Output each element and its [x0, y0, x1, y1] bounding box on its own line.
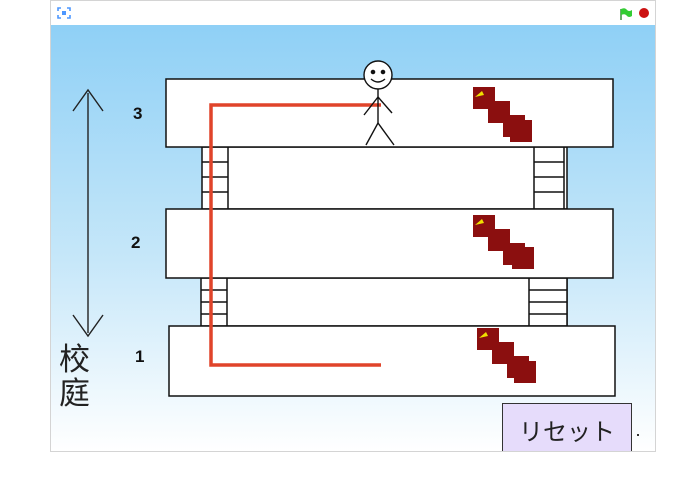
schoolyard-char: 庭 [59, 377, 99, 411]
player-toolbar [51, 1, 655, 25]
building-wall-lower [221, 278, 567, 326]
ladder-icon [529, 278, 567, 326]
schoolyard-label: 校 庭 [59, 343, 99, 411]
floor-2 [166, 209, 613, 278]
floor-label-1: 1 [135, 347, 144, 367]
floor-label-2: 2 [131, 233, 140, 253]
ladder-icon [201, 278, 227, 326]
school-building [51, 25, 655, 451]
stop-icon[interactable] [639, 8, 649, 18]
floor-3 [166, 79, 613, 147]
up-down-arrow-icon [73, 90, 103, 336]
floor-label-3: 3 [133, 104, 142, 124]
floor-1 [169, 326, 615, 396]
stray-dot [637, 434, 639, 436]
building-wall-upper [221, 147, 567, 209]
schoolyard-char: 校 [59, 343, 99, 377]
game-stage: 3 2 1 校 庭 リセット [51, 25, 655, 451]
ladder-icon [202, 147, 228, 209]
scratch-player: 3 2 1 校 庭 リセット [50, 0, 656, 452]
green-flag-icon[interactable] [619, 6, 633, 20]
fullscreen-icon[interactable] [57, 7, 71, 19]
ladder-icon [534, 147, 564, 209]
reset-button[interactable]: リセット [502, 403, 632, 451]
